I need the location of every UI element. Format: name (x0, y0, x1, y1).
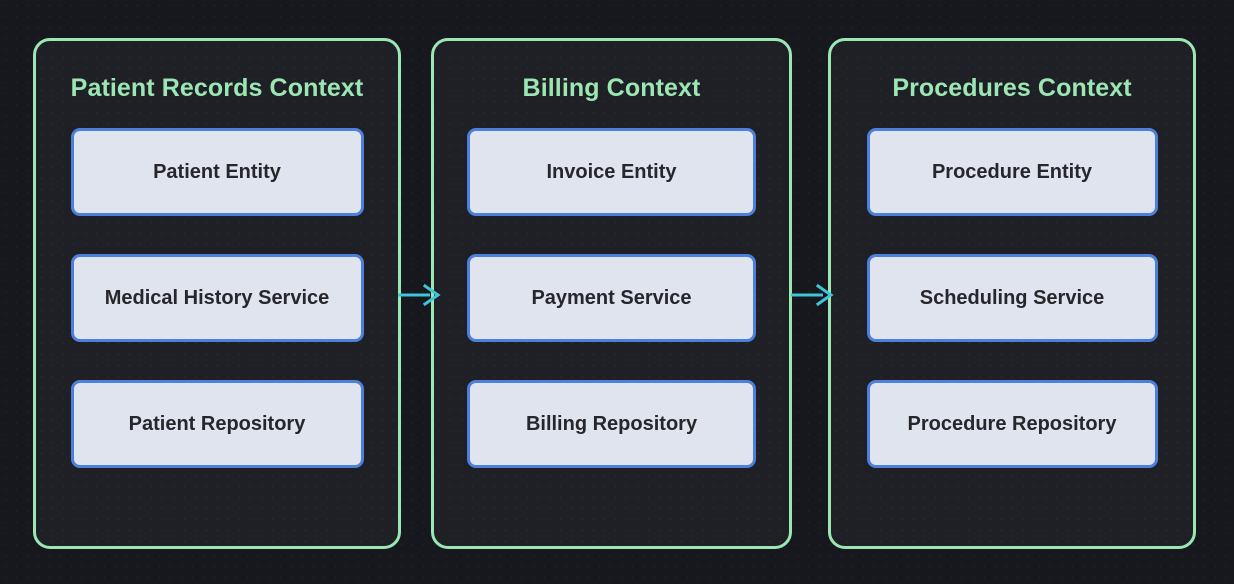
context-container-billing[interactable]: Billing Context Invoice Entity Payment S… (431, 38, 792, 549)
node-payment-service[interactable]: Payment Service (467, 254, 756, 342)
arrow-right-icon-patient-records-to-billing (398, 283, 441, 307)
node-patient-repository[interactable]: Patient Repository (70, 380, 364, 468)
node-patient-entity[interactable]: Patient Entity (70, 128, 364, 216)
context-node-list: Invoice Entity Payment Service Billing R… (434, 128, 789, 468)
context-title: Billing Context (522, 74, 701, 102)
node-procedure-repository[interactable]: Procedure Repository (866, 380, 1158, 468)
node-invoice-entity[interactable]: Invoice Entity (467, 128, 756, 216)
context-title: Procedures Context (892, 74, 1132, 102)
node-billing-repository[interactable]: Billing Repository (467, 380, 756, 468)
context-node-list: Patient Entity Medical History Service P… (36, 128, 398, 468)
context-node-list: Procedure Entity Scheduling Service Proc… (831, 128, 1193, 468)
node-medical-history-service[interactable]: Medical History Service (70, 254, 364, 342)
context-title: Patient Records Context (70, 74, 364, 102)
node-procedure-entity[interactable]: Procedure Entity (866, 128, 1158, 216)
arrow-right-icon-billing-to-procedures (791, 283, 834, 307)
context-container-procedures[interactable]: Procedures Context Procedure Entity Sche… (828, 38, 1196, 549)
node-scheduling-service[interactable]: Scheduling Service (866, 254, 1158, 342)
context-container-patient-records[interactable]: Patient Records Context Patient Entity M… (33, 38, 401, 549)
